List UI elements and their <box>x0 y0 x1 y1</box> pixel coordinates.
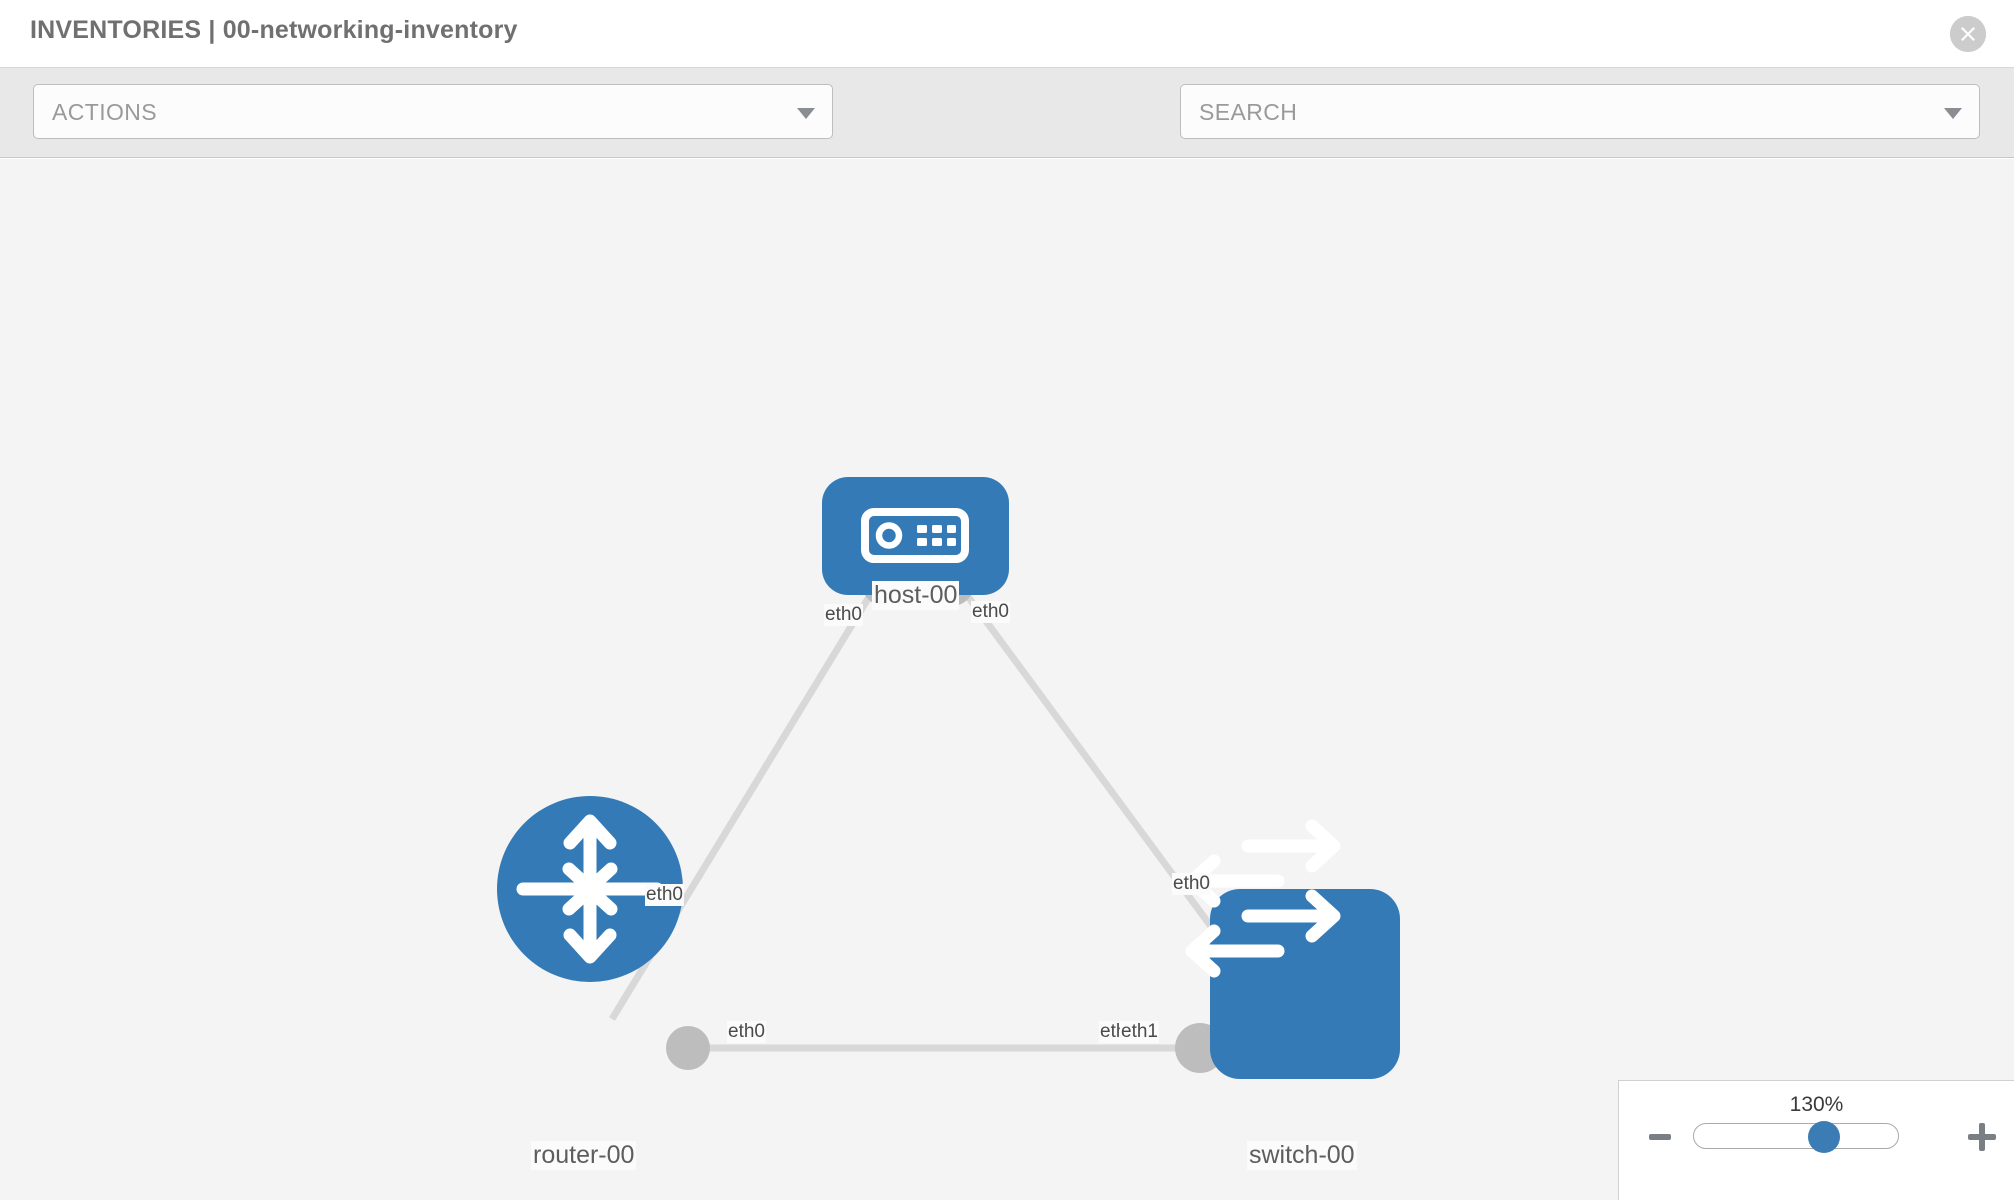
iface-label-host-left: eth0 <box>824 604 863 626</box>
plus-icon[interactable] <box>1968 1123 1996 1151</box>
node-label-router-00: router-00 <box>531 1141 637 1170</box>
zoom-slider-handle[interactable] <box>1807 1121 1840 1153</box>
iface-label-router-up: eth0 <box>645 884 684 906</box>
connector-nubs <box>666 562 1257 1073</box>
zoom-percent-label: 130% <box>1789 1093 1844 1116</box>
connector-router-right <box>666 1026 710 1070</box>
chevron-down-icon <box>1944 108 1962 119</box>
node-label-switch-00: switch-00 <box>1247 1141 1357 1170</box>
zoom-control: 130% <box>1618 1080 2014 1200</box>
topology-canvas[interactable]: host-00 router-00 switch-00 eth0 eth0 et… <box>0 159 2014 1200</box>
iface-label-router-right: eth0 <box>727 1021 766 1043</box>
zoom-slider-track[interactable] <box>1693 1121 1899 1153</box>
node-switch-00[interactable] <box>1185 819 1400 1079</box>
iface-label-host-right: eth0 <box>971 601 1010 623</box>
page-title: INVENTORIES | 00-networking-inventory <box>30 16 518 44</box>
toolbar: ACTIONS SEARCH <box>0 68 2014 193</box>
iface-label-switch-up: eth0 <box>1172 873 1211 895</box>
link-host-switch <box>952 576 1238 962</box>
page-header: INVENTORIES | 00-networking-inventory <box>0 0 2014 68</box>
close-icon[interactable] <box>1950 16 1986 52</box>
node-router-00[interactable] <box>497 796 683 982</box>
iface-label-switch-left: eth1 <box>1120 1021 1159 1043</box>
actions-dropdown[interactable]: ACTIONS <box>33 84 833 139</box>
actions-dropdown-label: ACTIONS <box>52 99 158 125</box>
search-placeholder: SEARCH <box>1199 99 1298 125</box>
topology-graph <box>497 477 1400 1079</box>
node-label-host-00: host-00 <box>872 581 960 610</box>
node-host-00[interactable] <box>822 477 1009 595</box>
chevron-down-icon <box>797 108 815 119</box>
minus-icon[interactable] <box>1649 1134 1671 1140</box>
search-input[interactable]: SEARCH <box>1180 84 1980 139</box>
